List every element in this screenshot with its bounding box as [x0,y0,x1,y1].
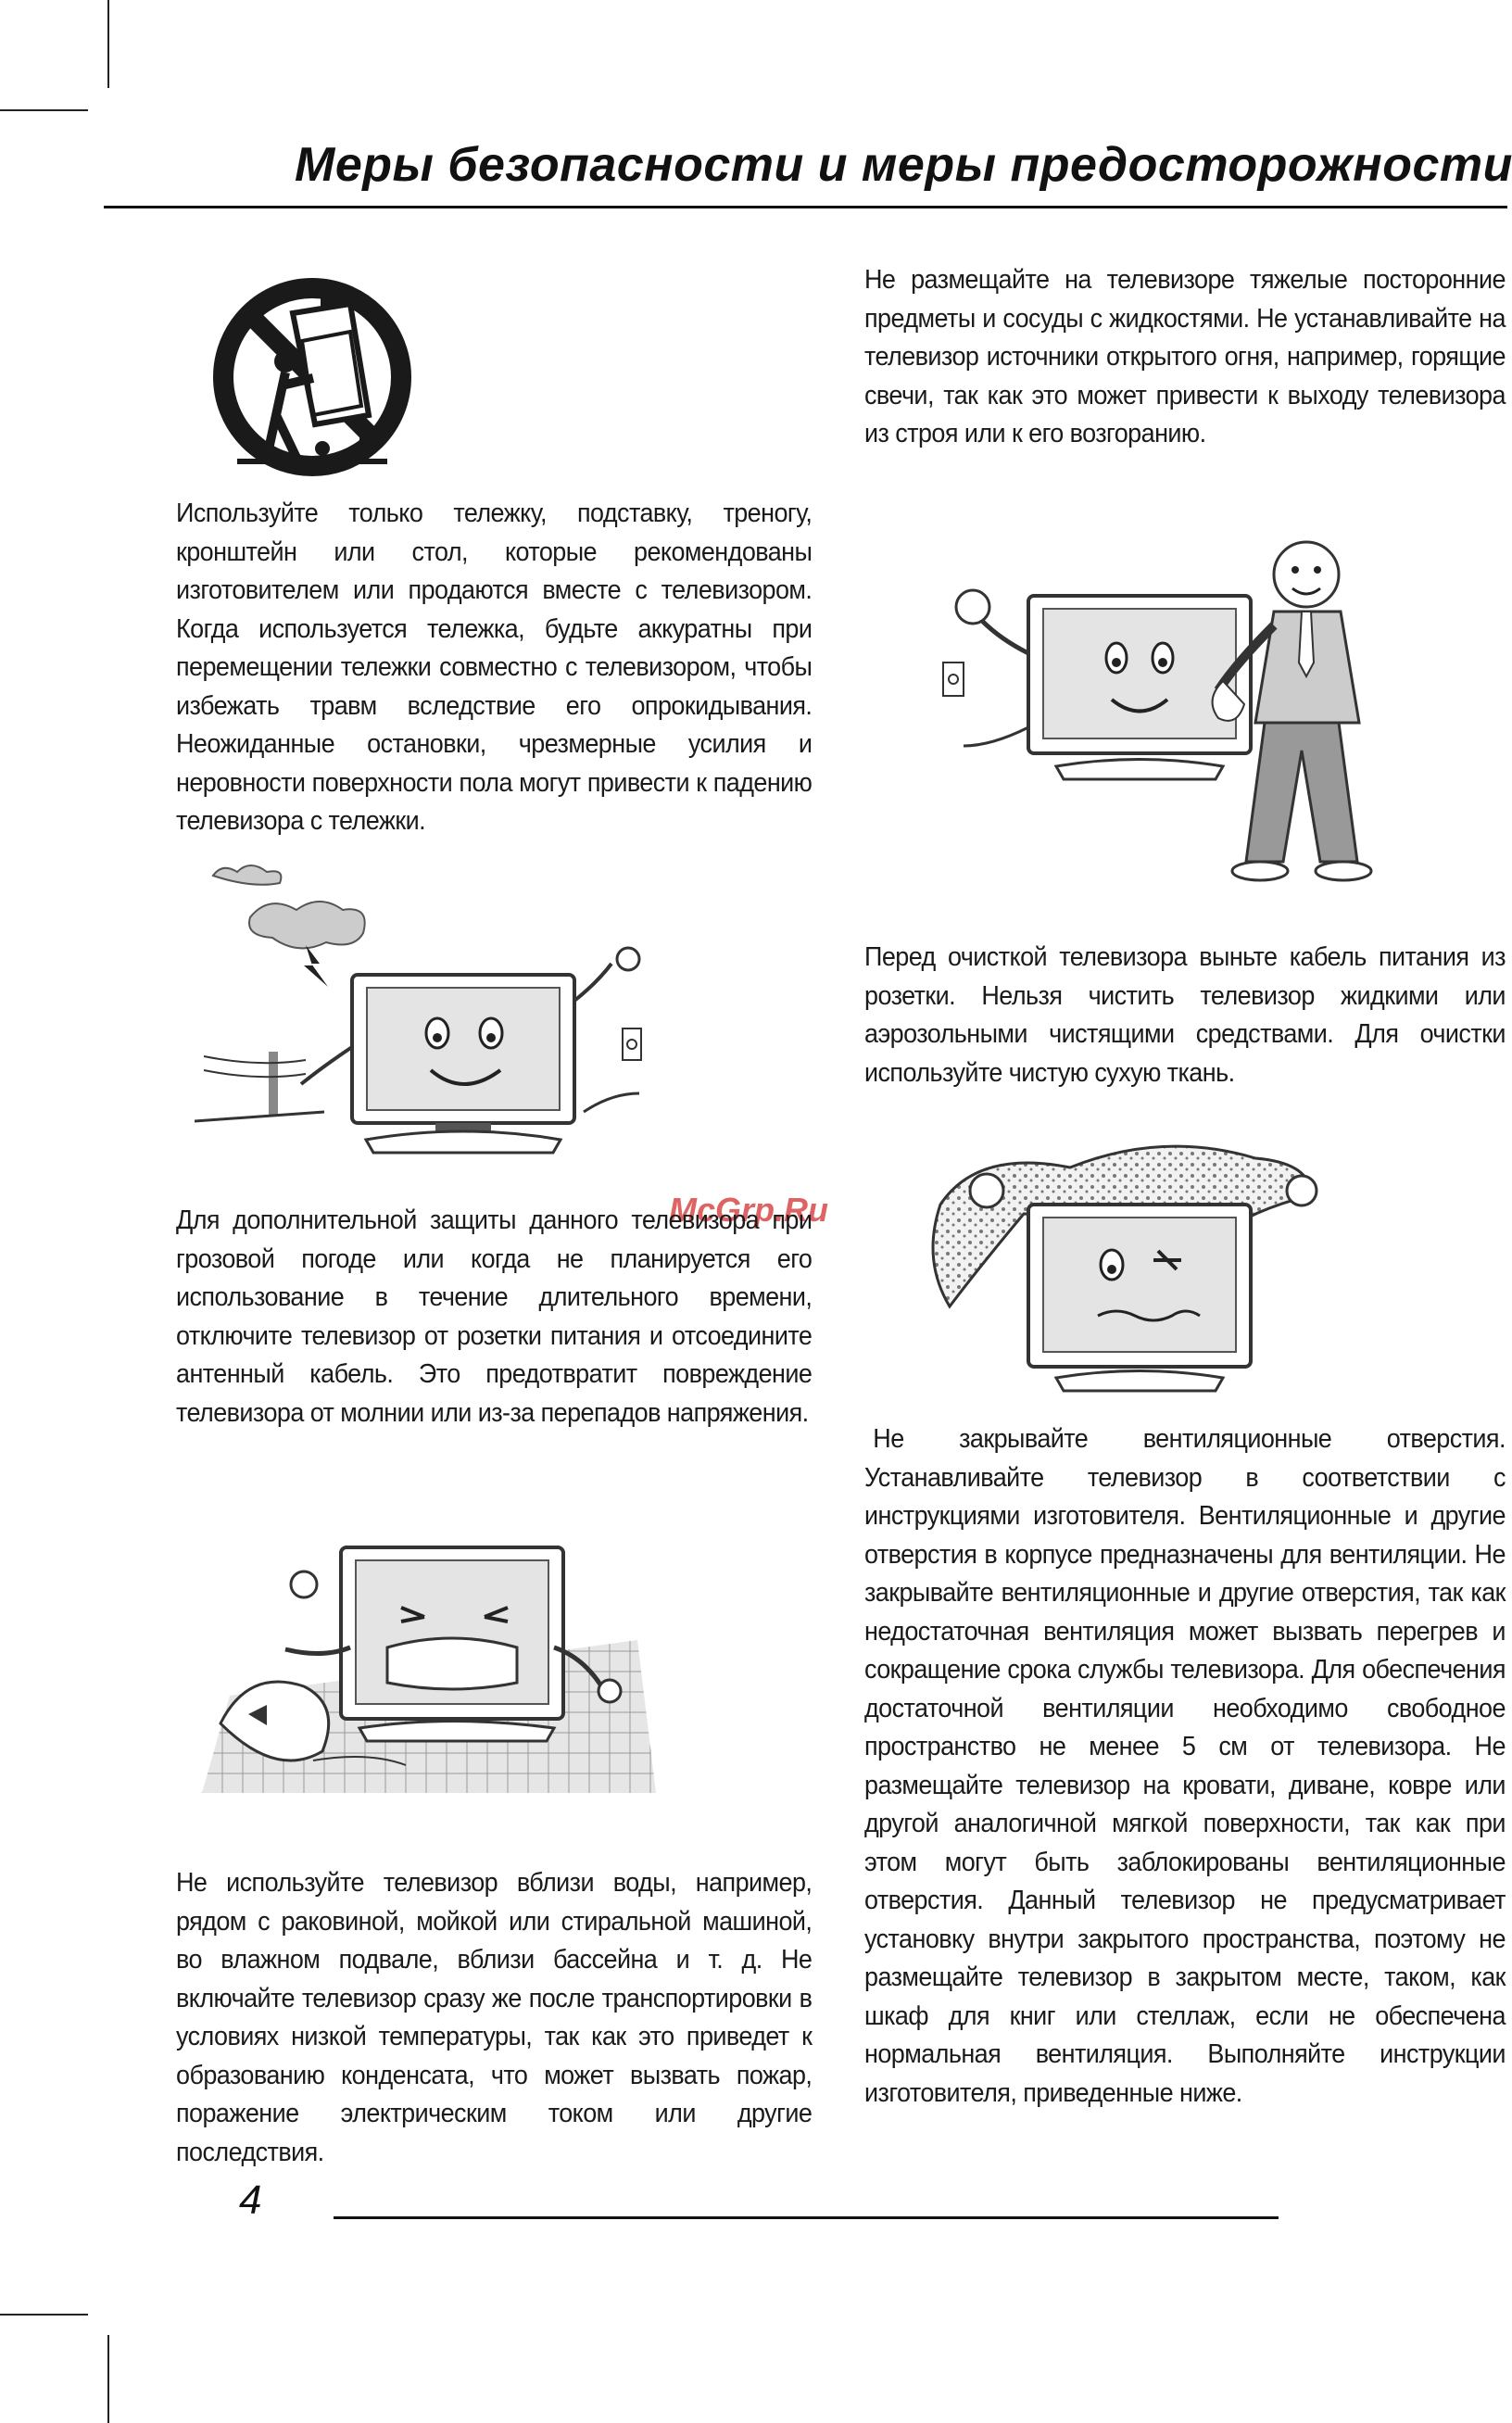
page-title: Меры безопасности и меры предосторожност… [295,138,1512,192]
cart-tipping-illustration [211,276,413,478]
ventilation-warning-text: Не закрывайте вентиляционные отверстия. … [864,1424,1506,2108]
lightning-tv-illustration [195,862,672,1167]
lightning-warning-text: Для дополнительной защиты данного телеви… [176,1205,813,1428]
crop-mark [0,109,88,111]
title-rule [104,206,1507,208]
water-warning-text: Не используйте телевизор вблизи воды, на… [176,1868,813,2167]
crop-mark [0,2314,88,2316]
cleaning-warning-text: Перед очисткой телевизора выньте кабель … [864,942,1506,1088]
objects-warning-text: Не размещайте на телевизоре тяжелые пост… [864,265,1506,448]
page-number: 4 [239,2177,262,2223]
crop-mark [107,0,109,88]
water-tv-illustration [202,1529,665,1798]
footer-rule [334,2216,1279,2219]
cart-warning-text: Используйте только тележку, подставку, т… [176,498,813,836]
cleaning-tv-illustration [917,524,1399,894]
crop-mark [107,2335,109,2423]
blanket-tv-illustration [922,1117,1357,1394]
watermark: McGrp.Ru [669,1191,829,1229]
